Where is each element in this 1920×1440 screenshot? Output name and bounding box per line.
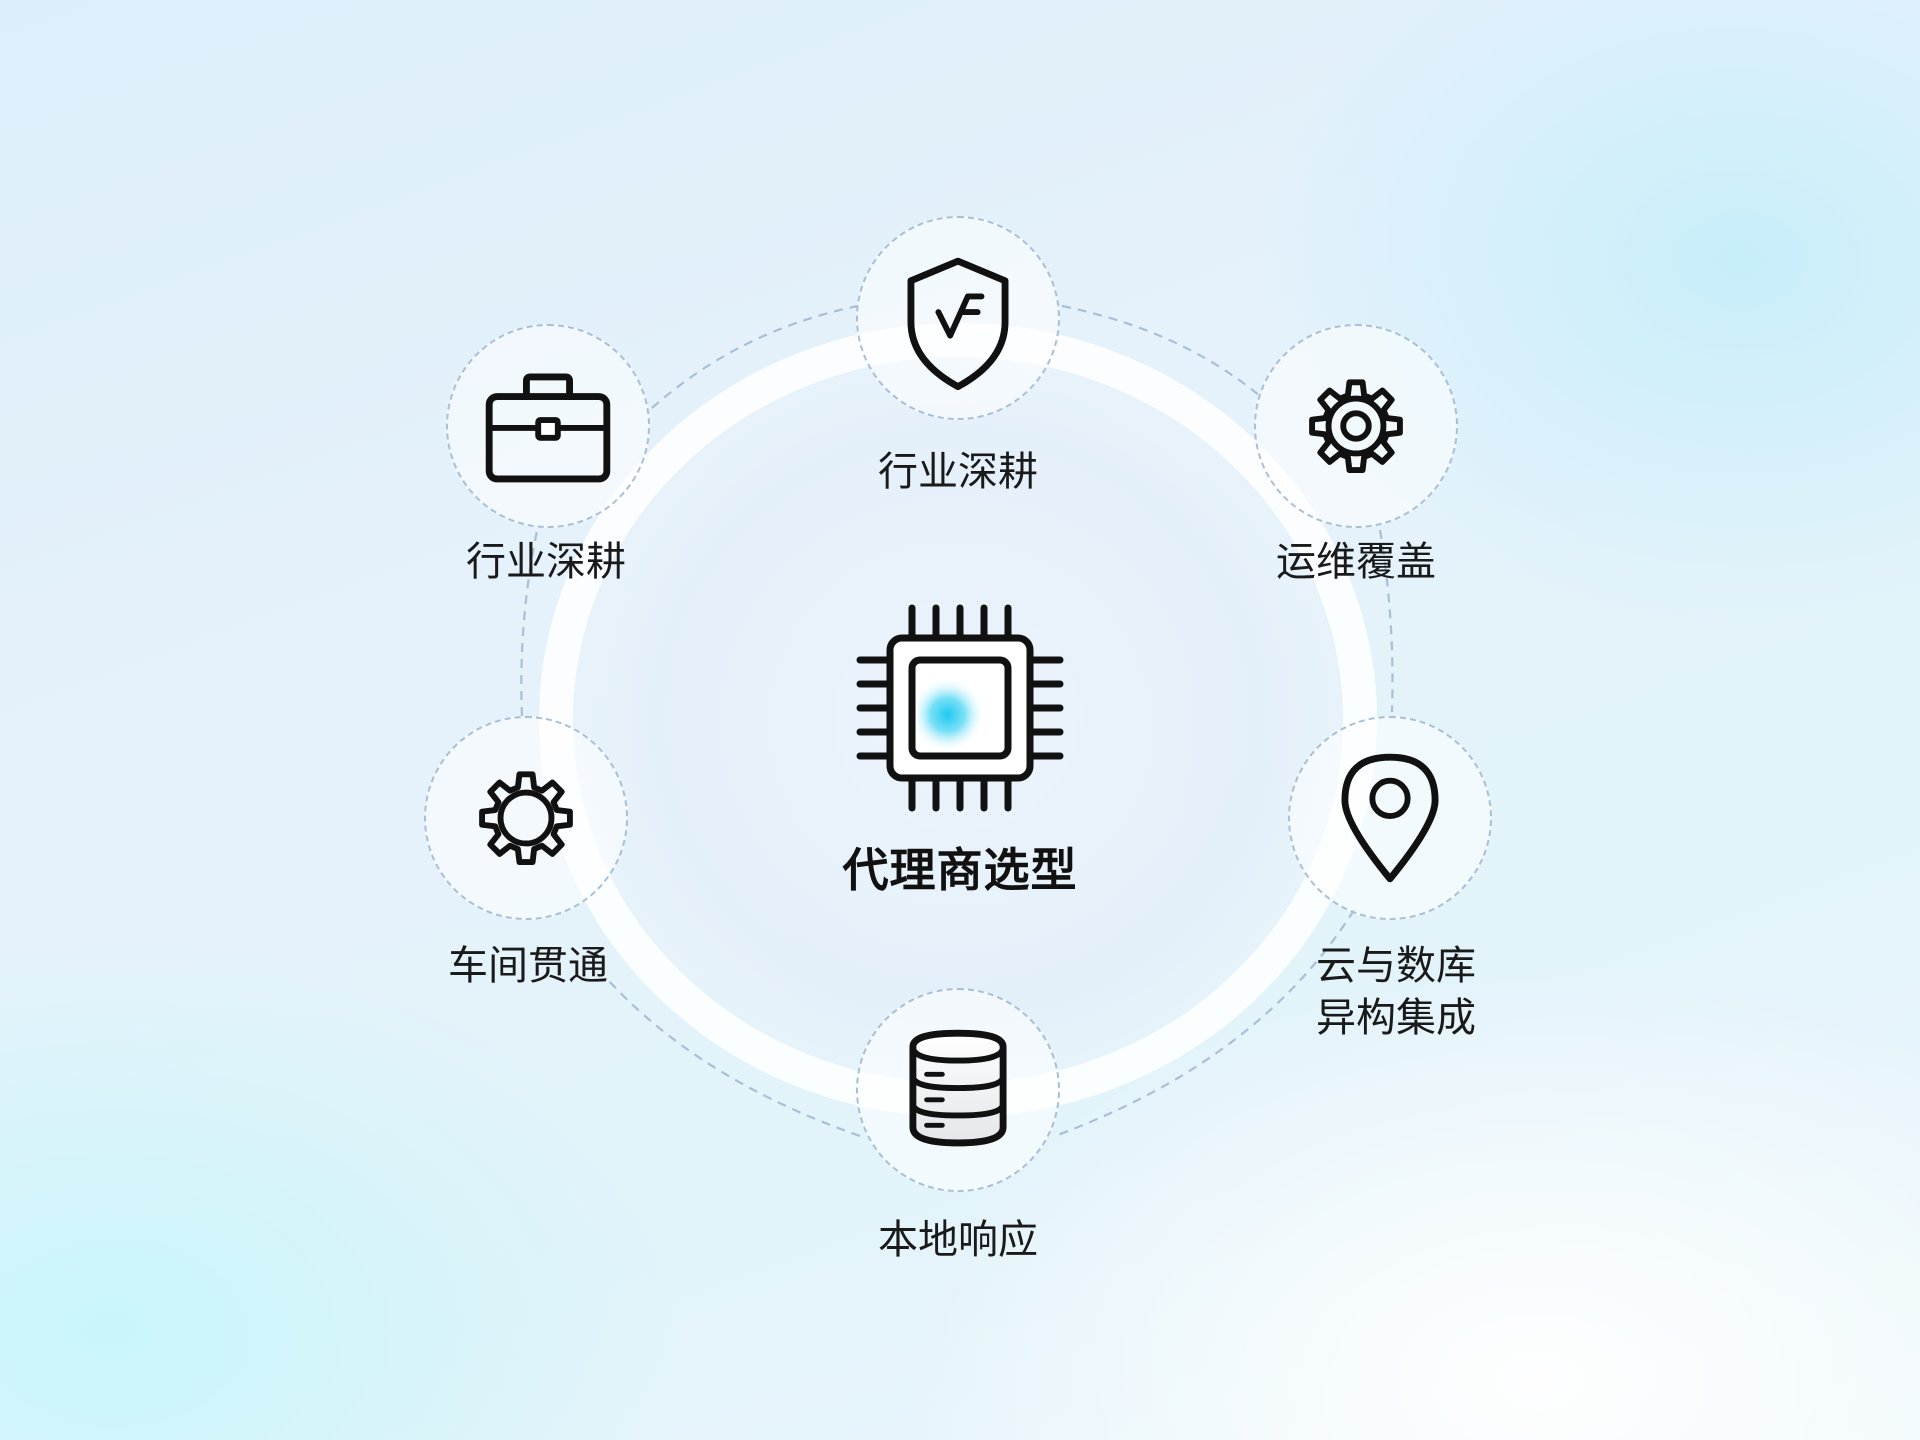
connector-line (1061, 304, 1261, 397)
node-top-label: 行业深耕 (878, 449, 1038, 495)
node-mid-right-label-line2: 异构集成 (1316, 995, 1476, 1041)
database-icon (909, 1029, 1007, 1147)
connector-line (1378, 529, 1394, 713)
node-top-right-label: 运维覆盖 (1276, 539, 1436, 585)
location-pin-icon (1341, 753, 1439, 883)
connector-line (651, 304, 859, 409)
node-mid-left (424, 716, 628, 920)
gear-icon (1309, 379, 1403, 474)
cpu-chip-icon (856, 604, 1064, 812)
node-bottom (856, 988, 1060, 1192)
node-top-left (446, 324, 650, 528)
briefcase-icon (485, 373, 611, 483)
connector-line (1054, 909, 1355, 1138)
connector-line (520, 525, 540, 717)
shield-icon (907, 257, 1009, 391)
node-top (856, 216, 1060, 420)
node-bottom-label: 本地响应 (878, 1217, 1038, 1263)
node-top-right (1254, 324, 1458, 528)
node-top-left-label: 行业深耕 (466, 539, 626, 585)
gear-icon (479, 771, 573, 866)
node-mid-left-label: 车间贯通 (448, 943, 608, 989)
node-mid-right-label-line1: 云与数库 (1316, 943, 1476, 989)
connector-line (607, 979, 861, 1138)
center-title: 代理商选型 (842, 843, 1078, 897)
node-mid-right (1288, 716, 1492, 920)
